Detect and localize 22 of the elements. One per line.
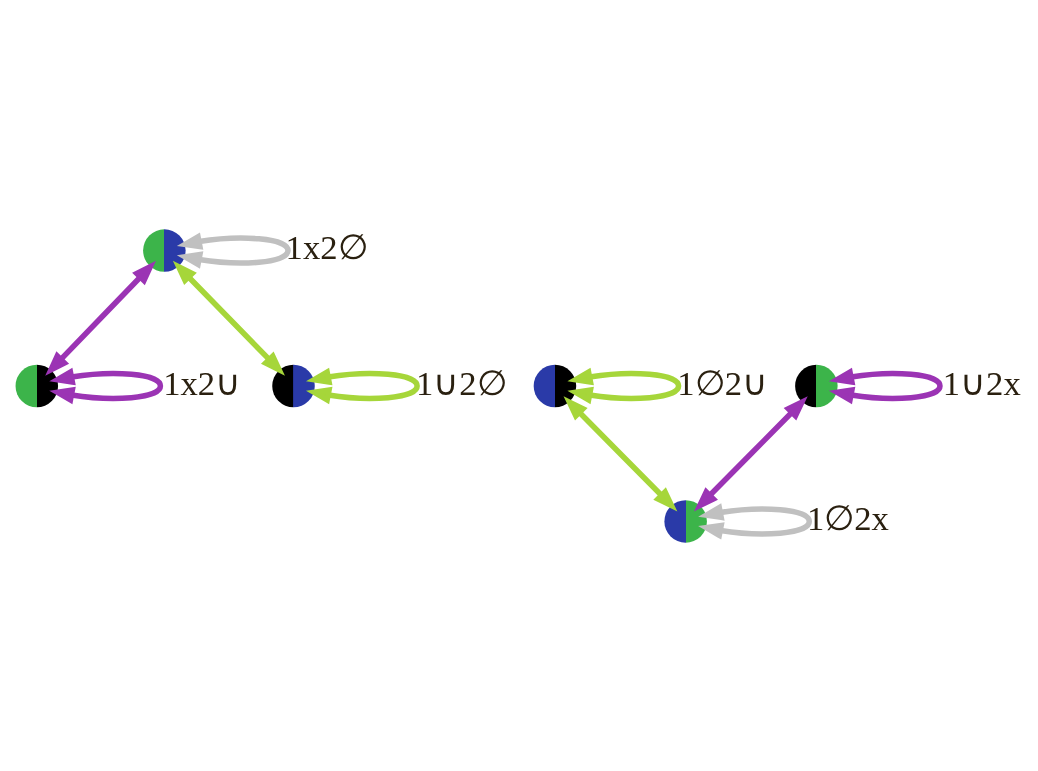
- arrow: [828, 367, 943, 404]
- arrow: [172, 260, 285, 376]
- edge-label: 1x2∅: [285, 227, 368, 266]
- arrow: [44, 260, 156, 376]
- node-circle: [15, 364, 58, 407]
- arrow: [48, 367, 163, 404]
- arrow: [693, 395, 808, 511]
- node-circle: [663, 499, 707, 543]
- node-circle: [533, 364, 576, 407]
- edge-label: 1∪2x: [942, 363, 1021, 402]
- edge-label: 1∅2∪: [676, 363, 768, 402]
- arrow: [305, 367, 420, 404]
- node-circle: [271, 364, 315, 407]
- node-circle: [794, 364, 838, 407]
- arrow: [566, 367, 681, 404]
- arrow: [176, 231, 291, 269]
- node-circle: [142, 228, 186, 272]
- edge-label: 1∅2x: [806, 498, 889, 537]
- arrow: [697, 502, 812, 540]
- edge-label: 1∪2∅: [415, 363, 507, 402]
- arrow: [563, 395, 677, 511]
- edge-label: 1x2∪: [162, 363, 241, 402]
